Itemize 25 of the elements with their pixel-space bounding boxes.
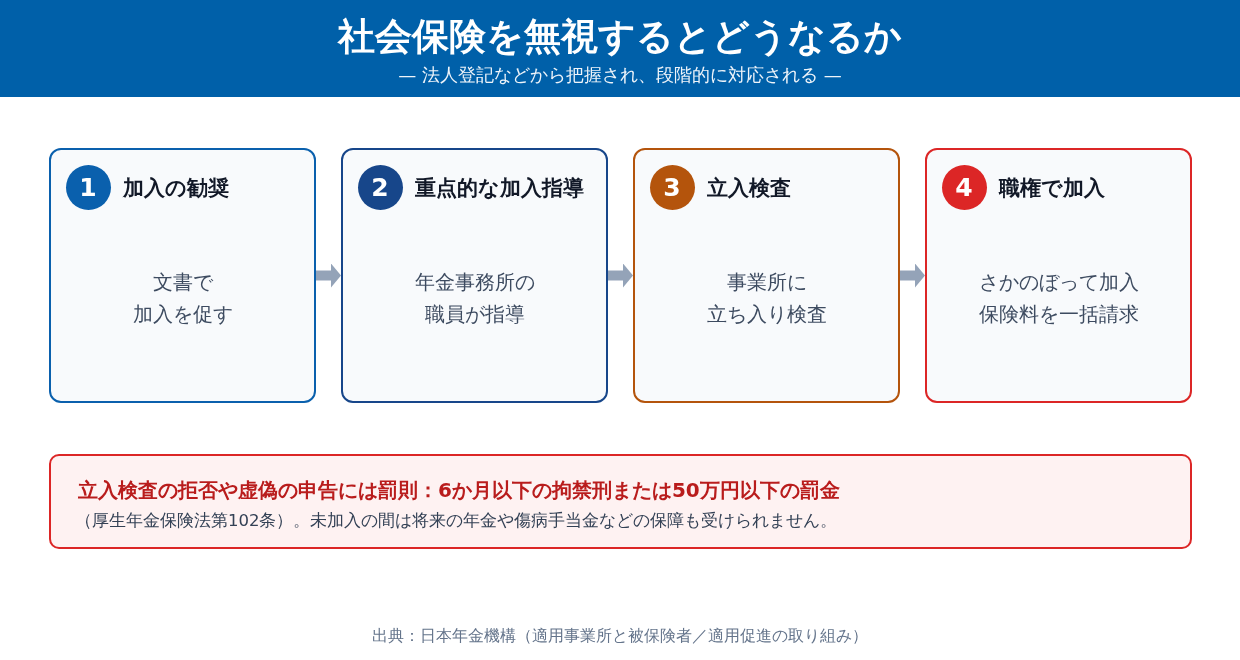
arrow	[608, 263, 633, 288]
step-number: 2	[357, 164, 403, 210]
step-card	[341, 148, 608, 403]
step-description: 年金事務所の職員が指導	[414, 269, 535, 328]
step-heading: 加入の勧奨	[122, 174, 229, 202]
step-heading: 立入検査	[706, 174, 791, 202]
step-card	[633, 148, 900, 403]
step-description: さかのぼって加入保険料を一括請求	[978, 269, 1139, 328]
step-card	[49, 148, 316, 403]
step-number: 3	[649, 164, 695, 210]
step-number: 1	[65, 164, 111, 210]
source-note: 出典：日本年金機構（適用事業所と被保険者／適用促進の取り組み）	[372, 626, 868, 647]
warning-text: （厚生年金保険法第102条）。未加入の間は将来の年金や傷病手当金などの保障も受けられません。	[75, 510, 838, 532]
step-description: 文書で加入を促す	[132, 269, 233, 328]
warning-heading: 立入検査の拒否や虚偽の申告には罰則：6か月以下の拘禁刑または50万円以下の罰金	[78, 477, 840, 503]
step-number: 4	[941, 164, 987, 210]
warning-box	[49, 454, 1192, 549]
arrow	[900, 263, 925, 288]
step-heading: 職権で加入	[998, 174, 1105, 202]
step-card	[925, 148, 1192, 403]
step-description: 事業所に立ち入り検査	[706, 269, 827, 328]
arrow	[316, 263, 341, 288]
subtitle: — 法人登記などから把握され、段階的に対応される —	[398, 63, 842, 87]
step-heading: 重点的な加入指導	[414, 174, 584, 202]
title: 社会保険を無視するとどうなるか	[338, 14, 902, 60]
